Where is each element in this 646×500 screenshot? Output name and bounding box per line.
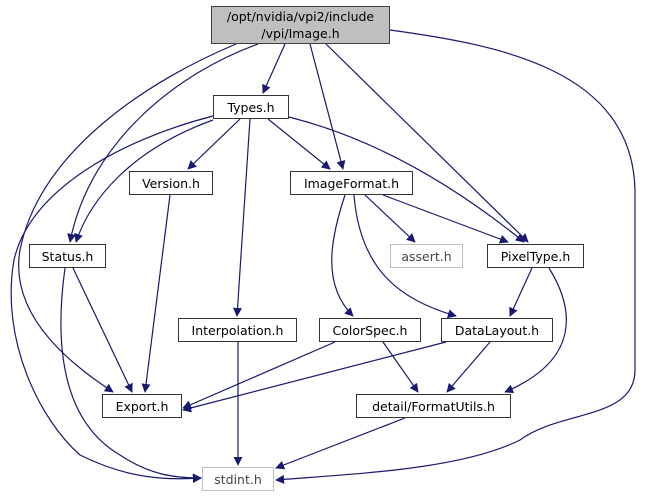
node-label: /opt/nvidia/vpi2/include <box>226 9 375 24</box>
edge-root-to-imageformat <box>309 43 346 170</box>
node-stdint-h: stdint.h <box>202 467 274 491</box>
edge-types-to-stdint <box>10 115 214 484</box>
edge-root-to-types <box>262 43 286 94</box>
edge-root-to-stdint <box>275 29 636 484</box>
edge-imageformat-to-pixeltype <box>382 194 509 244</box>
node-assert-h: assert.h <box>390 244 463 268</box>
node-colorspec-h[interactable]: ColorSpec.h <box>319 318 421 342</box>
node-label: /vpi/Image.h <box>261 26 340 41</box>
node-image-h: /opt/nvidia/vpi2/include /vpi/Image.h <box>211 6 390 44</box>
node-export-h[interactable]: Export.h <box>102 394 182 418</box>
edge-datalayout-to-export <box>182 341 447 413</box>
node-pixeltype-h[interactable]: PixelType.h <box>487 244 584 268</box>
edge-types-to-interpolation <box>233 118 251 317</box>
edge-types-to-status <box>74 119 214 243</box>
edge-root-to-pixeltype <box>325 43 529 243</box>
edge-colorspec-to-export <box>182 341 336 409</box>
node-imageformat-h[interactable]: ImageFormat.h <box>290 171 413 195</box>
edge-root-to-status <box>67 43 259 243</box>
node-types-h[interactable]: Types.h <box>213 95 289 119</box>
edge-datalayout-to-formatutils <box>446 341 491 393</box>
node-formatutils-h[interactable]: detail/FormatUtils.h <box>356 394 511 418</box>
edge-status-to-stdint <box>60 267 202 483</box>
node-status-h[interactable]: Status.h <box>29 244 106 268</box>
edge-pixeltype-to-formatutils <box>504 267 567 393</box>
node-version-h[interactable]: Version.h <box>129 171 213 195</box>
edge-types-to-imageformat <box>267 118 331 170</box>
edge-imageformat-to-colorspec <box>331 194 354 317</box>
node-datalayout-h[interactable]: DataLayout.h <box>441 318 553 342</box>
edge-types-to-pixeltype <box>288 116 525 243</box>
node-interpolation-h[interactable]: Interpolation.h <box>178 318 297 342</box>
edge-status-to-export <box>72 267 133 393</box>
edge-formatutils-to-stdint <box>275 417 406 470</box>
edge-types-to-version <box>187 118 241 170</box>
edge-imageformat-to-assert <box>364 194 416 243</box>
edge-pixeltype-to-datalayout <box>509 267 533 317</box>
edge-imageformat-to-datalayout <box>353 194 457 319</box>
edge-colorspec-to-formatutils <box>382 341 419 393</box>
edge-version-to-export <box>141 194 171 393</box>
